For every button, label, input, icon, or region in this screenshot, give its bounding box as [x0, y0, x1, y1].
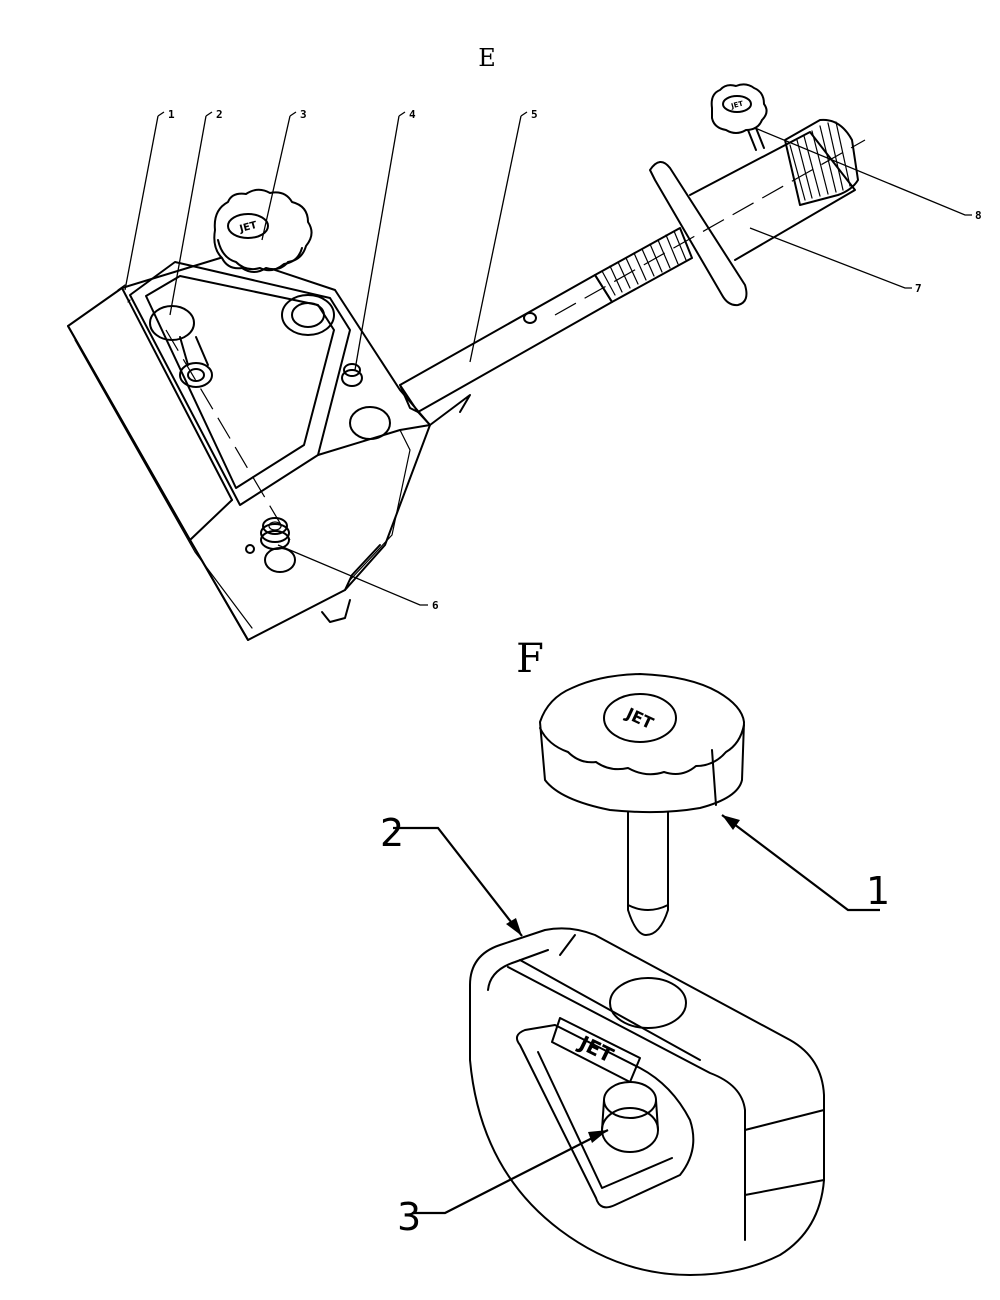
callout-e-3: 3 [300, 108, 307, 121]
clamp-pad [601, 1081, 659, 1153]
lock-knob-f: JET [539, 673, 745, 936]
view-e-label: E [478, 44, 496, 72]
callout-e-8: 8 [975, 209, 982, 222]
knob-logo-small: JET [729, 99, 744, 110]
guide-shaft [399, 118, 866, 426]
clamp-body: JET [469, 927, 825, 1276]
callout-e-6: 6 [432, 599, 439, 612]
knob-logo-e: JET [238, 220, 259, 235]
callout-e-4: 4 [409, 108, 416, 121]
view-f-callout-labels: 1 2 3 [380, 811, 890, 1239]
set-screw [260, 517, 290, 550]
view-f-assembly: JET JET [380, 673, 890, 1276]
callout-f-2: 2 [380, 811, 404, 855]
view-f-label: F [516, 636, 544, 682]
mount-hole-upper-left [149, 305, 195, 341]
view-e-callout-labels: 1 2 3 4 5 6 7 8 [168, 108, 982, 612]
callout-e-1: 1 [168, 108, 175, 121]
callout-e-7: 7 [915, 282, 922, 295]
view-e-assembly: JET JET [67, 83, 982, 641]
callout-f-3: 3 [397, 1195, 421, 1239]
lock-knob-e: JET [213, 188, 313, 273]
callout-e-2: 2 [216, 108, 223, 121]
lock-knob-small: JET [710, 83, 768, 151]
view-f-leaders [393, 814, 880, 1215]
view-e-leaders [124, 111, 972, 606]
mounting-body [67, 254, 431, 641]
callout-e-5: 5 [531, 108, 538, 121]
callout-f-1: 1 [866, 869, 890, 913]
